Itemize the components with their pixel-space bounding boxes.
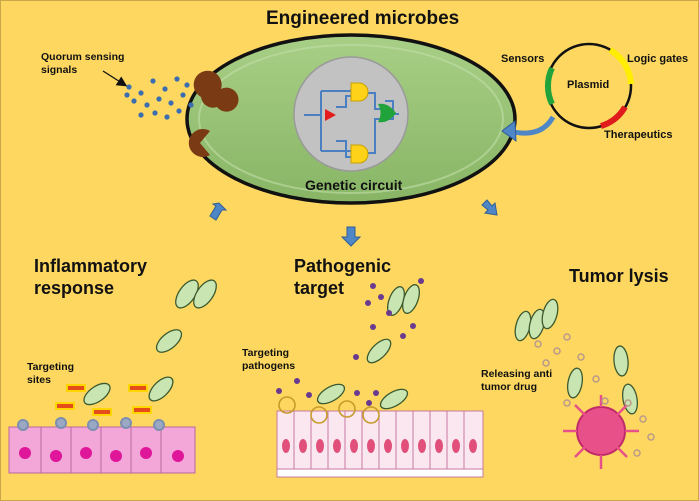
quorum-label-line1: Quorum sensing: [41, 51, 125, 63]
inflammatory-line1: Inflammatory: [34, 256, 148, 276]
plasmid: [545, 42, 634, 130]
pathogenic-target-heading: Pathogenic target: [294, 255, 391, 299]
plasmid-therapeutic-segment: [599, 105, 628, 129]
targeting-sites-line2: sites: [27, 374, 51, 386]
pathogenic-line1: Pathogenic: [294, 256, 392, 276]
plasmid-logic-gates-label: Logic gates: [627, 53, 689, 65]
pathogen-particles: [276, 278, 424, 406]
releasing-drug-label: Releasing anti tumor drug: [481, 368, 552, 394]
plasmid-therapeutics-label: Therapeutics: [604, 129, 673, 141]
quorum-signal-dots: [124, 76, 194, 120]
tumor-cell: [563, 395, 639, 469]
bacteria-inflammatory: [83, 279, 217, 406]
nucleoid: [293, 56, 409, 172]
plasmid-sensors-label: Sensors: [501, 53, 545, 65]
genetic-circuit-label: Genetic circuit: [305, 177, 403, 193]
bacteria-tumor: [514, 298, 639, 415]
receptor-lower-icon: [188, 129, 210, 157]
diagram-title: Engineered microbes: [266, 8, 460, 29]
genetic-circuit: [293, 56, 409, 172]
down-arrow-center-icon: [340, 226, 362, 247]
plasmid-sensor-segment: [545, 66, 555, 106]
drug-particles: [534, 333, 655, 457]
inflammatory-response-heading: Inflammatory response: [34, 255, 147, 299]
targeting-pathogens-line2: pathogens: [242, 360, 296, 372]
receptor-upper-icon: [193, 70, 239, 112]
targeting-sites-label: Targeting sites: [27, 361, 74, 387]
cell-inner-glow: [198, 44, 504, 194]
inflamed-epithelium: [8, 384, 196, 474]
tumor-lysis-heading: Tumor lysis: [569, 266, 669, 286]
targeting-pathogens-label: Targeting pathogens: [242, 347, 295, 373]
and-gate-bottom-icon: [350, 144, 369, 164]
releasing-drug-line1: Releasing anti: [481, 368, 553, 380]
gut-epithelium: [276, 396, 484, 478]
promoter-triangle-icon: [325, 109, 336, 121]
down-arrow-left-icon: [209, 202, 228, 221]
releasing-drug-line2: tumor drug: [481, 381, 537, 393]
plasmid-logic-segment: [608, 47, 634, 85]
plasmid-center-label: Plasmid: [567, 79, 610, 91]
quorum-label: Quorum sensing signals: [41, 51, 124, 77]
or-gate-icon: [378, 103, 396, 123]
targeting-sites-line1: Targeting: [27, 361, 75, 373]
pathogenic-line2: target: [294, 278, 345, 298]
bacteria-pathogenic: [316, 284, 420, 410]
inflammatory-line2: response: [34, 278, 115, 298]
quorum-pointer-arrow: [102, 70, 128, 87]
quorum-label-line2: signals: [41, 64, 78, 76]
and-gate-top-icon: [350, 82, 369, 102]
down-arrow-right-icon: [481, 199, 498, 216]
targeting-pathogens-line1: Targeting: [242, 347, 290, 359]
